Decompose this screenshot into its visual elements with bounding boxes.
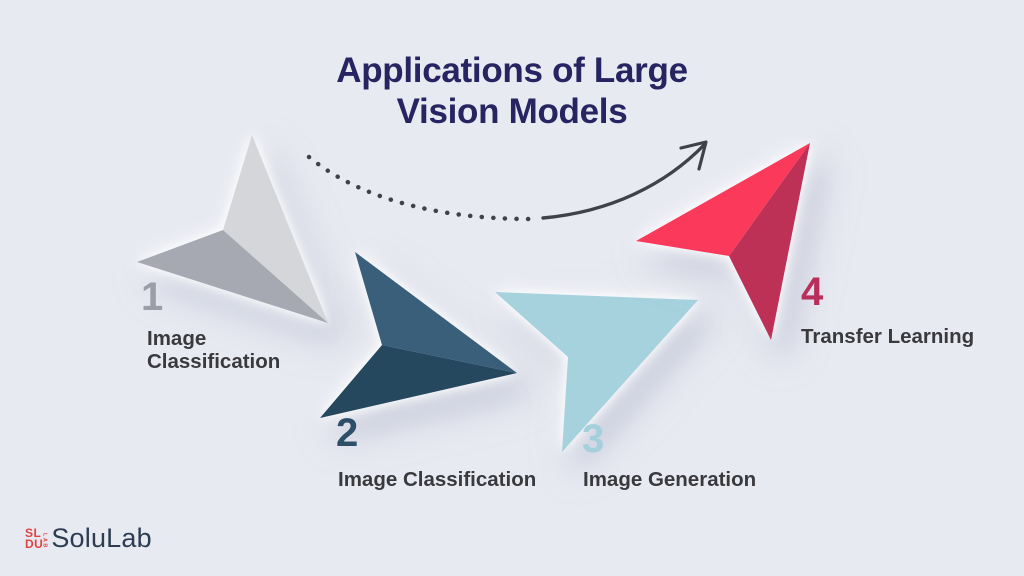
solulab-logo: SL DU LAB SoluLab xyxy=(25,523,152,554)
plane-3-facet xyxy=(495,292,698,452)
logo-wordmark: SoluLab xyxy=(51,523,152,553)
dotted-curve-connector xyxy=(306,154,534,222)
arrowhead-icon xyxy=(679,140,708,171)
logo-mark-bottom: DU xyxy=(25,536,44,551)
paper-plane-4-icon xyxy=(636,143,810,340)
step-1-label: Image Classification xyxy=(147,327,281,373)
logo-mark-letters: SL DU xyxy=(25,525,44,551)
paper-plane-2-icon xyxy=(320,252,517,418)
paper-plane-1-icon xyxy=(137,135,328,323)
step-2-number: 2 xyxy=(336,411,359,455)
step-3-label: Image Generation xyxy=(583,468,757,491)
plane-1-light-facet xyxy=(223,135,328,323)
plane-4-dark-facet xyxy=(729,143,810,340)
step-2-label: Image Classification xyxy=(338,468,537,491)
step-4-label: Transfer Learning xyxy=(801,325,975,348)
arrow-curve xyxy=(541,143,706,220)
plane-1-dark-facet xyxy=(137,230,328,323)
logo-mark-top: SL xyxy=(25,525,42,540)
plane-2-light-facet xyxy=(355,252,517,373)
step-3-number: 3 xyxy=(582,417,605,461)
solulab-logo-mark-icon: SL DU LAB xyxy=(25,525,48,551)
step-1-number: 1 xyxy=(141,275,164,319)
paper-plane-3-icon xyxy=(495,292,698,452)
plane-4-light-facet xyxy=(636,143,810,256)
step-4-number: 4 xyxy=(801,270,824,314)
page-title: Applications of Large Vision Models xyxy=(336,51,688,131)
plane-2-dark-facet xyxy=(320,345,517,418)
